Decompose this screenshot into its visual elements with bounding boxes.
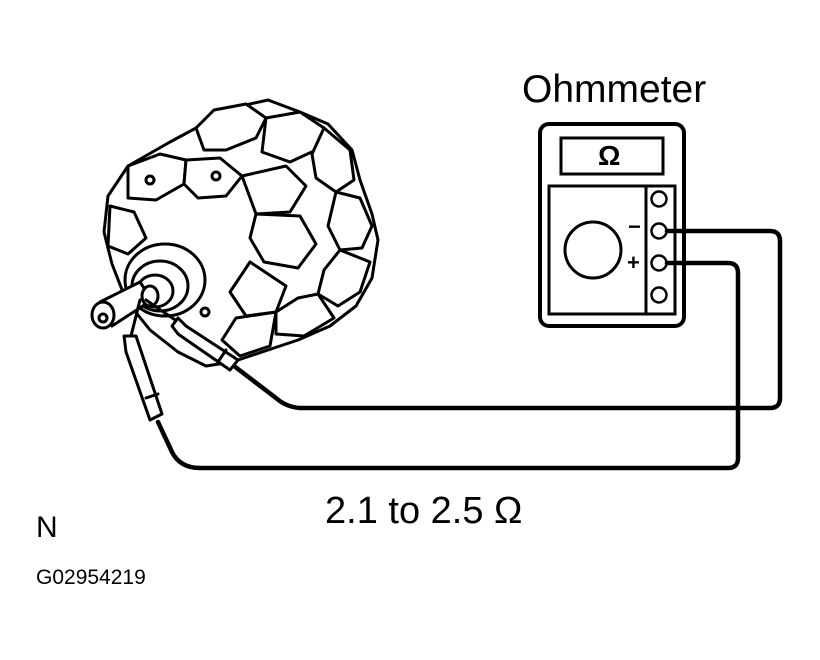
claw-pole-12 xyxy=(248,212,318,270)
claw-pole-6 xyxy=(274,292,336,338)
negative-lead-wire xyxy=(231,228,783,411)
probe-upper-band xyxy=(216,348,228,364)
ohmmeter-icon xyxy=(538,122,686,328)
terminal-4-icon xyxy=(650,286,668,304)
positive-lead-wire xyxy=(155,260,741,471)
meter-outer-case xyxy=(538,122,686,328)
claw-pole-7 xyxy=(220,310,278,358)
terminal-1-icon xyxy=(650,190,668,208)
corner-letter: N xyxy=(36,511,58,544)
dial-icon xyxy=(563,220,623,280)
claw-pole-5 xyxy=(316,248,372,308)
probe-lower-band xyxy=(144,392,160,400)
resistance-specification: 2.1 to 2.5 Ω xyxy=(325,490,523,532)
claw-pole-9 xyxy=(106,204,148,256)
pole-hole-1 xyxy=(144,174,156,186)
alternator-rotor-icon xyxy=(90,98,380,368)
probe-lower-tip xyxy=(128,298,142,342)
test-leads xyxy=(155,228,783,471)
probe-lower-body xyxy=(122,334,164,422)
meter-inner-panel xyxy=(547,184,677,316)
terminal-minus-icon xyxy=(650,222,668,240)
pole-hole-2 xyxy=(210,170,222,182)
terminal-minus-label: − xyxy=(628,214,641,239)
probe-icon xyxy=(122,298,240,422)
claw-pole-4 xyxy=(326,190,374,252)
pole-hole-3 xyxy=(199,306,211,318)
meter-display-symbol: Ω xyxy=(598,140,621,171)
claw-pole-13 xyxy=(228,260,288,318)
meter-display-box xyxy=(559,136,665,176)
claw-pole-11 xyxy=(240,164,308,216)
ohmmeter-title: Ohmmeter xyxy=(522,68,707,111)
shaft-end-hole xyxy=(97,312,109,324)
terminal-plus-label: + xyxy=(627,250,640,275)
figure-id: G02954219 xyxy=(36,566,146,589)
claw-pole-1 xyxy=(194,102,268,152)
terminal-plus-icon xyxy=(650,254,668,272)
